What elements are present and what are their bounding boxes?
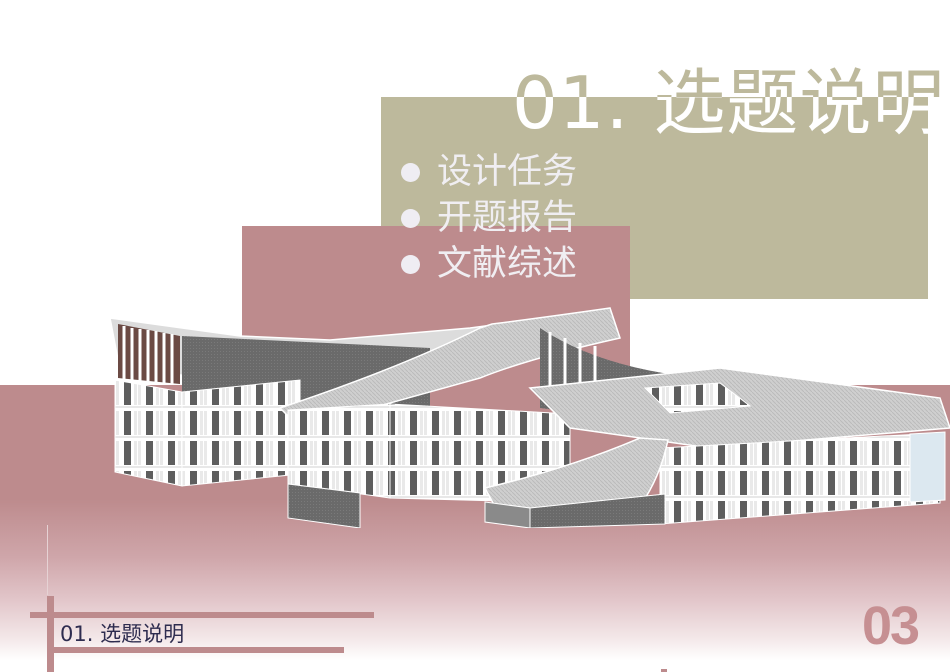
bullet-dot-icon	[401, 162, 420, 182]
page-number: 03	[862, 596, 920, 656]
bullet-label: 设计任务	[437, 152, 578, 192]
topic-bullet-list: 设计任务 开题报告 文献综述	[398, 150, 577, 288]
footer-vertical-bar	[47, 596, 54, 672]
decorative-dash	[661, 669, 667, 672]
bullet-item-design-task: 设计任务	[398, 150, 577, 194]
footer-top-rule	[30, 612, 374, 618]
bullet-item-proposal-report: 开题报告	[398, 196, 577, 240]
footer-section-label: 01. 选题说明	[60, 622, 185, 646]
footer-bottom-rule	[54, 647, 344, 653]
bullet-label: 开题报告	[437, 198, 578, 238]
bullet-label: 文献综述	[437, 244, 578, 284]
footer-thin-divider	[47, 525, 48, 595]
building-rendering-image	[109, 307, 950, 528]
bullet-dot-icon	[401, 208, 420, 228]
bullet-item-literature-review: 文献综述	[398, 242, 577, 286]
bullet-dot-icon	[401, 254, 420, 274]
